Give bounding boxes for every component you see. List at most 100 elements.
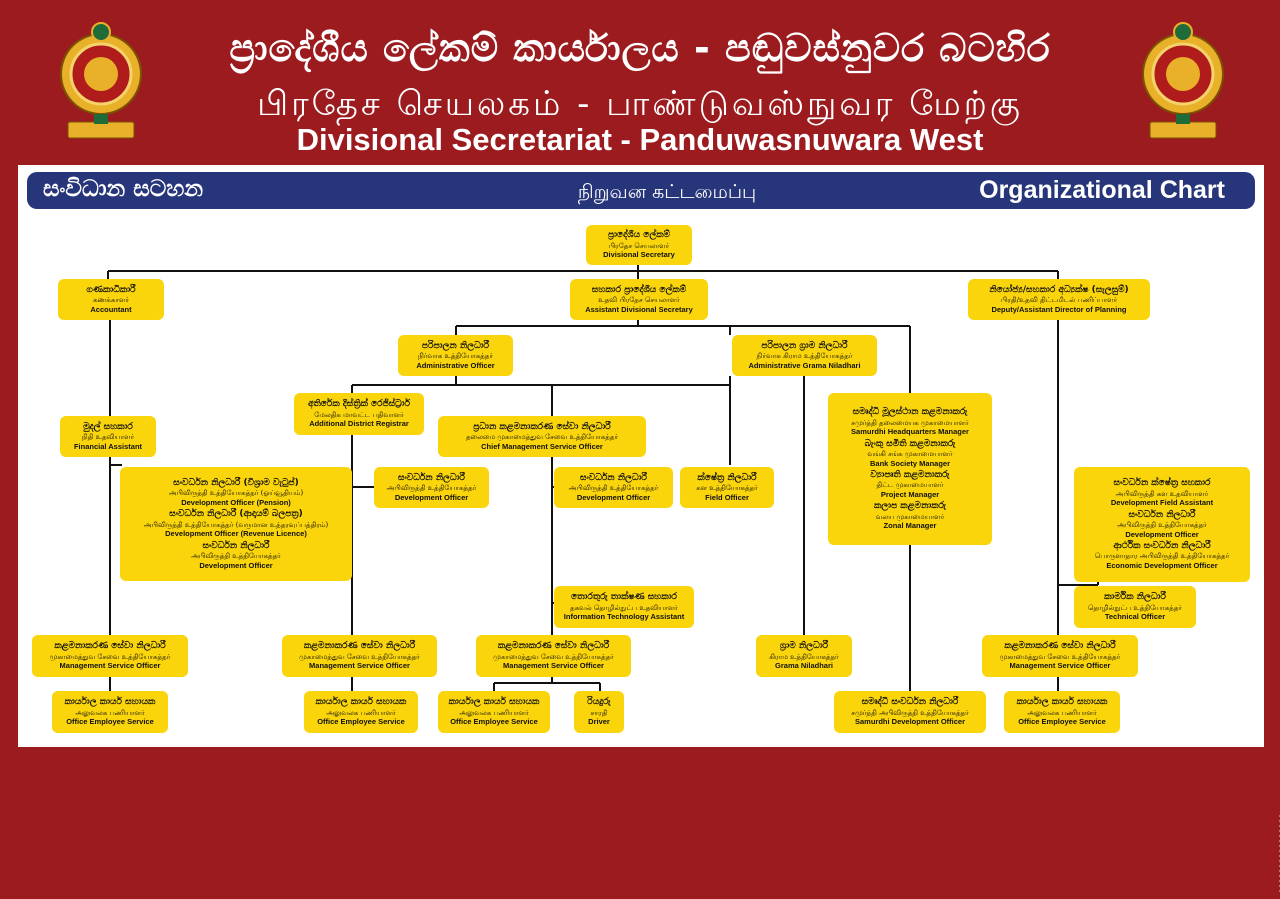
node-role: කළමනාකරණ සේවා නිලධාරීமுகாமைத்துவ சேவை உத… — [50, 641, 171, 670]
role-sinhala: ආර්ථික සංවර්ධන නිලධාරී — [1113, 541, 1211, 552]
node-role: සංවර්ධන නිලධාරීஅபிவிருத்தி உத்தியோகத்தர்… — [191, 541, 281, 570]
node-role: ව්‍යාපෘති කළමනාකරුதிட்ட முகாமையாளர்Proje… — [870, 470, 949, 499]
role-english: Information Technology Assistant — [563, 612, 685, 622]
role-tamil: மேலதிக மாவட்ட பதிவாளர் — [314, 410, 404, 419]
role-sinhala: කළමනාකරණ සේවා නිලධාරී — [497, 641, 610, 652]
org-node-tech-officer: කාර්මික නිලධාරීதொழில்நுட்ப உத்தியோகத்தர்… — [1074, 586, 1196, 628]
org-node-dev-group: සංවර්ධන නිලධාරී (විශ්‍රාම වැටුප්)அபிவிரு… — [120, 467, 352, 581]
node-role: සංවර්ධන නිලධාරීஅபிவிருத்தி உத்தியோகத்தர்… — [569, 473, 659, 502]
node-role: සංවර්ධන නිලධාරී (විශ්‍රාම වැටුප්)அபிவிரு… — [169, 478, 304, 507]
node-role: සහකාර ප්‍රාදේශීය ලේකම්உதவி பிரதேச செயலாள… — [585, 285, 693, 314]
role-tamil: வலய முகாமையாளர் — [875, 512, 945, 521]
org-node-mso-3: කළමනාකරණ සේවා නිලධාරීமுகாமைத்துவ சேவை உத… — [476, 635, 631, 677]
role-sinhala: ග්‍රාම නිලධාරී — [779, 641, 829, 652]
role-english: Economic Development Officer — [1106, 561, 1218, 571]
role-tamil: அபிவிருத்தி உத்தியோகத்தர் (வருமான உத்தரவ… — [143, 520, 329, 529]
node-role: කාර්මික නිලධාරීதொழில்நுட்ப உத்தியோகத்தர்… — [1088, 592, 1182, 621]
node-role: ගණකාධිකාරීகணக்காளர்Accountant — [86, 285, 135, 314]
node-role: කලාප කළමනාකරුவலய முகாமையாளர்Zonal Manage… — [874, 501, 946, 530]
org-node-accountant: ගණකාධිකාරීகணக்காளர்Accountant — [58, 279, 164, 320]
role-english: Samurdhi Headquarters Manager — [851, 427, 969, 437]
node-role: නියෝජ්‍ය/සහකාර අධ්‍යක්ෂ (සැලසුම්)பிரதி/உ… — [989, 285, 1128, 314]
role-english: Driver — [588, 717, 610, 727]
role-tamil: பிரதி/உதவி திட்டமிடல் பணிப்பாளர் — [1000, 296, 1118, 305]
role-sinhala: සංවර්ධන නිලධාරී — [1128, 509, 1196, 520]
org-node-samurdhi-dev: සමෘද්ධි සංවර්ධන නිලධාරීசமுர்த்தி அபிவிரு… — [834, 691, 986, 733]
role-english: Development Officer — [199, 560, 273, 570]
node-role: සමෘද්ධි සංවර්ධන නිලධාරීசமுர்த்தி அபிவிரு… — [851, 697, 969, 726]
org-node-mso-4: කළමනාකරණ සේවා නිලධාරීமுகாமைத்துவ சேவை உத… — [982, 635, 1138, 677]
role-sinhala: බැංකු සමිති කළමනාකරු — [864, 438, 956, 449]
title-english: Divisional Secretariat - Panduwasnuwara … — [296, 122, 984, 157]
org-node-samurdhi: සමෘද්ධි මූලස්ථාන කළමනාකරුசமுர்த்தி தலைமை… — [828, 393, 992, 545]
role-english: Development Officer — [1125, 529, 1199, 539]
role-tamil: சாரதி — [590, 708, 608, 717]
node-role: ආර්ථික සංවර්ධන නිලධාරීபொருளாதார அபிவிருத… — [1095, 541, 1230, 570]
banner-sinhala: සංවිධාන සටහන — [43, 176, 204, 202]
node-role: පරිපාලන නිලධාරීநிர்வாக உத்தியோகத்தர்Admi… — [416, 341, 494, 370]
node-role: බැංකු සමිති කළමනාකරුவங்கி சங்க முகாமையாள… — [865, 439, 956, 468]
banner-english: Organizational Chart — [979, 176, 1225, 204]
chart-banner: සංවිධාන සටහන நிறுவன கட்டமைப்பு Organizat… — [27, 172, 1255, 209]
role-tamil: அபிவிருத்தி உத்தியோகத்தர் (ஓய்வூதியம்) — [168, 489, 304, 498]
org-node-cmso: ප්‍රධාන කළමනාකරණ සේවා නිලධාරීதலைமை முகாம… — [438, 416, 646, 457]
role-sinhala: කලාප කළමනාකරු — [873, 501, 947, 512]
role-tamil: தொழில்நுட்ப உத்தியோகத்தர் — [1088, 603, 1182, 612]
node-role: ග්‍රාම නිලධාරීகிராம உத்தியோகத்தர்Grama N… — [769, 641, 838, 670]
role-sinhala: පරිපාලන ග්‍රාම නිලධාරී — [761, 340, 848, 351]
node-role: කළමනාකරණ සේවා නිලධාරීமுகாமைத்துவ சேவை உத… — [1000, 641, 1121, 670]
role-english: Assistant Divisional Secretary — [585, 304, 693, 314]
role-tamil: உதவி பிரதேச செயலாளர் — [598, 296, 680, 305]
banner-tamil: நிறுவன கட்டமைப்பு — [577, 181, 757, 203]
role-sinhala: රියදුරු — [587, 697, 611, 708]
role-english: Development Officer — [394, 492, 469, 502]
role-tamil: அபிவிருத்தி உத்தியோகத்தர் — [1117, 521, 1207, 530]
role-english: Office Employee Service — [450, 717, 538, 727]
role-english: Samurdhi Development Officer — [854, 717, 966, 727]
node-role: කළමනාකරණ සේවා නිලධාරීமுகாமைத்துவ சேவை உத… — [493, 641, 614, 670]
node-role: ක්ෂේත්‍ර නිලධාරීகள உத்தியோகத்தர்Field Of… — [696, 473, 758, 502]
org-node-add-registrar: අතිරේක දිස්ත්‍රික් රෙජිස්ට්‍රාර්மேலதிக ம… — [294, 393, 424, 435]
role-english: Management Service Officer — [503, 661, 604, 671]
role-english: Office Employee Service — [66, 717, 154, 727]
role-sinhala: නියෝජ්‍ය/සහකාර අධ්‍යක්ෂ (සැලසුම්) — [989, 284, 1129, 295]
role-sinhala: සංවර්ධන නිලධාරී — [579, 472, 647, 483]
role-tamil: கணக்காளர் — [93, 296, 129, 305]
org-node-admin-gn: පරිපාලන ග්‍රාම නිලධාරීநிர்வாக கிராம உத்த… — [732, 335, 877, 376]
org-node-ds: ප්‍රාදේශීය ලේකම්பிரதேச செயலாளர்Divisiona… — [586, 225, 692, 265]
role-english: Management Service Officer — [309, 661, 410, 671]
role-sinhala: සංවර්ධන ක්ෂේත්‍ර සහකාර — [1113, 478, 1211, 489]
node-role: ප්‍රධාන කළමනාකරණ සේවා නිලධාරීதலைமை முகாம… — [466, 422, 618, 451]
role-tamil: பொருளாதார அபிவிருத்தி உத்தியோகத்தர் — [1094, 552, 1230, 561]
role-tamil: அபிவிருத்தி உத்தியோகத்தர் — [191, 551, 281, 560]
node-role: සංවර්ධන නිලධාරීஅபிவிருத்தி உத்தியோகத்தர்… — [387, 473, 477, 502]
role-tamil: பிரதேச செயலாளர் — [608, 241, 670, 250]
node-role: රියදුරුசாரதிDriver — [587, 697, 610, 726]
node-role: සමෘද්ධි මූලස්ථාන කළමනාකරුசமுர்த்தி தலைமை… — [851, 407, 969, 436]
role-sinhala: කළමනාකරණ සේවා නිලධාරී — [303, 641, 416, 652]
role-english: Project Manager — [880, 490, 940, 499]
role-tamil: சமுர்த்தி அபிவிருத்தி உத்தியோகத்தர் — [851, 708, 969, 717]
org-node-mso-2: කළමනාකරණ සේවා නිලධාරීமுகாமைத்துவ சேவை உத… — [282, 635, 437, 677]
sri-lanka-emblem-icon — [58, 18, 144, 142]
role-sinhala: කාර්යාල කාර්ය සහායක — [1016, 697, 1108, 708]
role-english: Management Service Officer — [1009, 661, 1111, 671]
role-english: Field Officer — [705, 492, 749, 502]
role-sinhala: සමෘද්ධි සංවර්ධන නිලධාරී — [861, 697, 959, 708]
role-english: Management Service Officer — [59, 661, 161, 671]
role-sinhala: සංවර්ධන නිලධාරී — [397, 472, 465, 483]
role-tamil: முகாமைத்துவ சேவை உத்தியோகத்தர் — [999, 652, 1121, 661]
role-sinhala: සහකාර ප්‍රාදේශීය ලේකම් — [591, 284, 687, 295]
role-tamil: நிதி உதவியாளர் — [81, 433, 135, 442]
